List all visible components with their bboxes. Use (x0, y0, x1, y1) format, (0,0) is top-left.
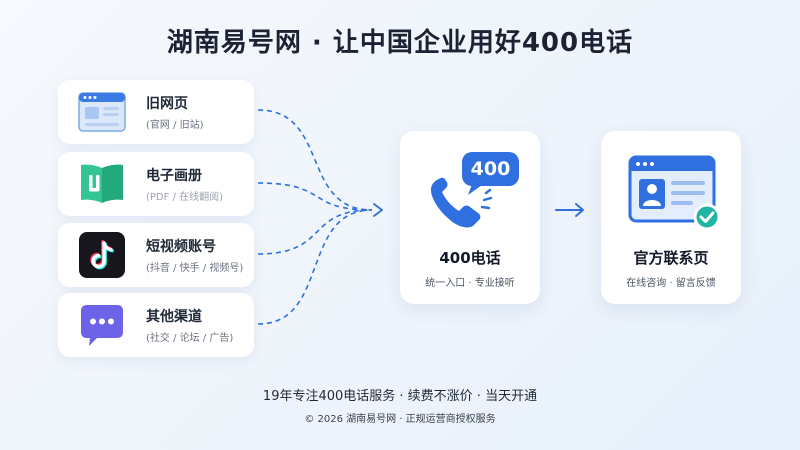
source-card-other: 其他渠道 (社交 / 论坛 / 广告) (58, 293, 254, 357)
hub-sub: 统一入口 · 专业接听 (425, 278, 515, 289)
source-sub: (社交 / 论坛 / 广告) (146, 333, 234, 344)
contact-page-icon (601, 145, 741, 235)
connector-brochure (257, 182, 373, 211)
source-card-old-web: 旧网页 (官网 / 旧站) (58, 80, 254, 144)
phone-icon: 400 (400, 145, 540, 235)
open-book-icon (78, 161, 126, 207)
tiktok-icon (78, 232, 126, 278)
chat-bubble-icon (78, 302, 126, 348)
target-sub: 在线咨询 · 留言反馈 (626, 278, 716, 289)
source-sub: (抖音 / 快手 / 视频号) (146, 263, 244, 274)
connector-video (257, 209, 373, 255)
arrow-head-to-hub (373, 203, 383, 217)
browser-window-icon (78, 89, 126, 135)
source-name: 其他渠道 (146, 309, 202, 325)
source-sub: (PDF / 在线翻阅) (146, 192, 224, 203)
page-title: 湖南易号网 · 让中国企业用好400电话 (166, 28, 634, 58)
target-card-contact-page: 官方联系页 在线咨询 · 留言反馈 (601, 131, 741, 304)
connector-old-web (257, 109, 373, 211)
hub-badge-text: 400 (471, 158, 511, 180)
source-name: 电子画册 (146, 168, 202, 184)
target-title: 官方联系页 (633, 249, 709, 267)
footer-copyright: © 2026 湖南易号网 · 正规运营商授权服务 (304, 414, 496, 425)
source-card-short-video: 短视频账号 (抖音 / 快手 / 视频号) (58, 223, 254, 287)
connector-other (257, 209, 373, 325)
arrow-hub-to-target (555, 203, 584, 217)
footer-tagline: 19年专注400电话服务 · 续费不涨价 · 当天开通 (262, 389, 538, 404)
source-name: 旧网页 (146, 96, 188, 112)
source-name: 短视频账号 (146, 239, 216, 255)
hub-card-400-phone: 400 400电话 统一入口 · 专业接听 (400, 131, 540, 304)
source-card-brochure: 电子画册 (PDF / 在线翻阅) (58, 152, 254, 216)
source-sub: (官网 / 旧站) (146, 120, 204, 131)
hub-title: 400电话 (439, 249, 501, 267)
